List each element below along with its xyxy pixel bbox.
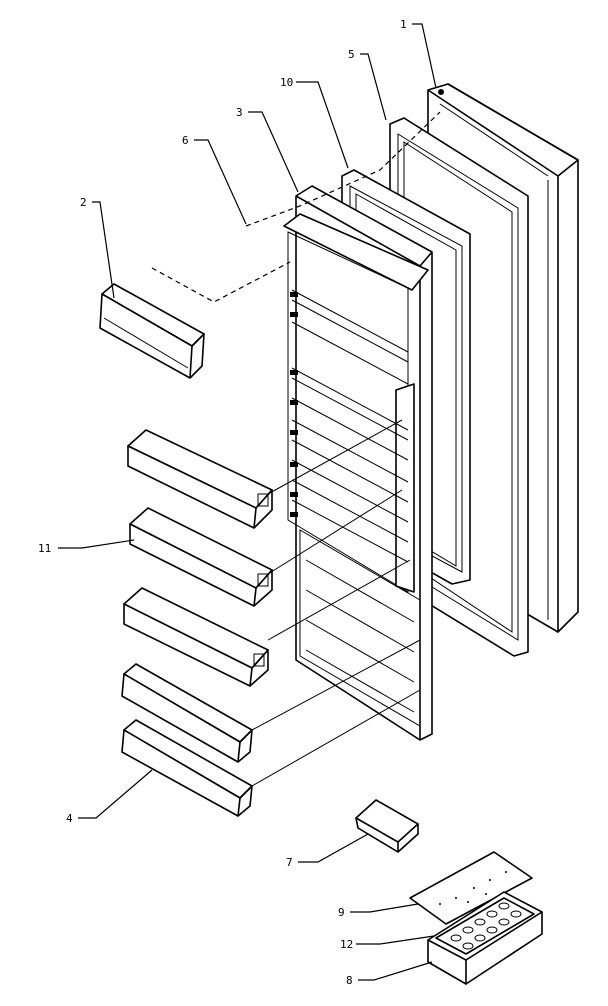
callout-5: 5 [348,48,355,61]
callout-6: 6 [182,134,189,147]
callout-leaders [58,23,437,981]
bin-mounting-lines [251,419,421,787]
ice-cube-tray [435,897,535,955]
callout-10: 10 [280,76,293,89]
callout-3: 3 [236,106,243,119]
callout-12: 12 [340,938,353,951]
callout-8: 8 [346,974,353,987]
door-bin-3 [123,587,269,687]
callout-1: 1 [400,18,407,31]
callout-2: 2 [80,196,87,209]
assembly-dashed-lines [151,111,441,303]
callout-4: 4 [66,812,73,825]
inner-door-liner [283,185,433,741]
callout-9: 9 [338,906,345,919]
callout-11: 11 [38,542,51,555]
door-bin-1 [127,429,273,529]
door-bin-4 [121,663,253,763]
dairy-bin [99,283,205,379]
ice-tray-cover [409,851,533,925]
door-bin-2 [129,507,273,607]
small-tray [355,799,419,853]
door-bin-5 [121,719,253,817]
callout-7: 7 [286,856,293,869]
